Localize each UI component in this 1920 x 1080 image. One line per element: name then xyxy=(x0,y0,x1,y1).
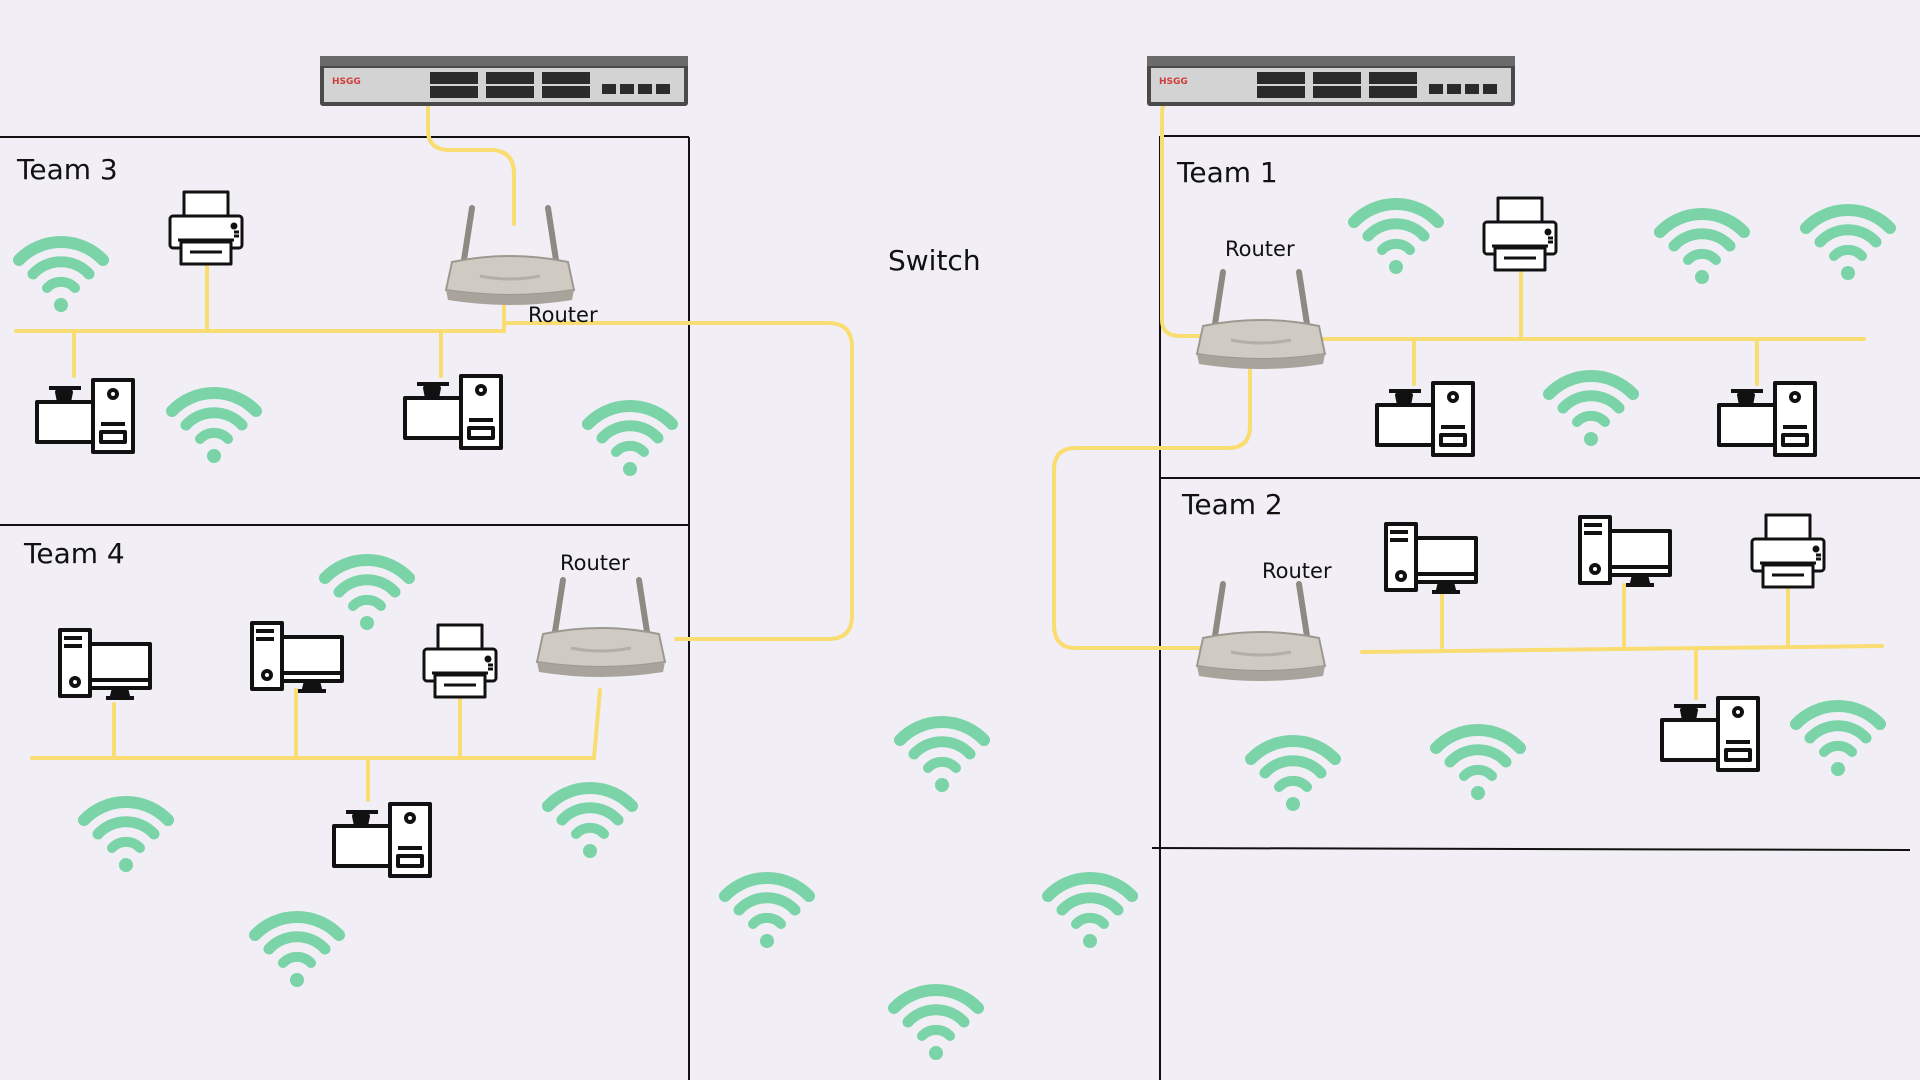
wifi-icon xyxy=(1251,741,1335,811)
printer-icon xyxy=(422,623,498,699)
router-icon xyxy=(446,208,574,305)
team-4-zone: Team 4 Router xyxy=(23,537,665,987)
desktop-computer-icon xyxy=(58,628,152,700)
wifi-icon xyxy=(1549,376,1633,446)
router-label: Router xyxy=(1262,559,1332,583)
wifi-icon xyxy=(1806,210,1890,280)
desktop-computer-icon xyxy=(1384,522,1478,594)
wifi-icon xyxy=(548,788,632,858)
desktop-computer-icon xyxy=(250,621,344,693)
desktop-computer-icon xyxy=(403,374,503,450)
team-label: Team 1 xyxy=(1176,156,1278,189)
network-switch-icon xyxy=(1147,56,1515,106)
wifi-icon xyxy=(325,560,409,630)
wifi-icon xyxy=(172,393,256,463)
desktop-computer-icon xyxy=(1717,381,1817,457)
team-label: Team 2 xyxy=(1181,488,1283,521)
wifi-icon xyxy=(1660,214,1744,284)
printer-icon xyxy=(1482,196,1558,272)
wifi-icon xyxy=(894,990,978,1060)
team-label: Team 4 xyxy=(23,537,125,570)
router-icon xyxy=(1197,584,1325,681)
network-switch-icon xyxy=(320,56,688,106)
wifi-icon xyxy=(1436,730,1520,800)
router-icon xyxy=(537,580,665,677)
router-icon xyxy=(1197,272,1325,369)
wifi-icon xyxy=(1796,706,1880,776)
wifi-icon xyxy=(900,722,984,792)
wifi-icon xyxy=(19,242,103,312)
wifi-icon xyxy=(588,406,672,476)
router-label: Router xyxy=(528,303,598,327)
switch-label: Switch xyxy=(888,244,981,277)
network-cables xyxy=(14,92,1884,802)
router-label: Router xyxy=(1225,237,1295,261)
wifi-icon xyxy=(84,802,168,872)
team-2-zone: Team 2 Router xyxy=(1181,488,1880,811)
desktop-computer-icon xyxy=(1375,381,1475,457)
router-label: Router xyxy=(560,551,630,575)
printer-icon xyxy=(168,190,244,266)
wifi-icon xyxy=(1048,878,1132,948)
desktop-computer-icon xyxy=(1578,515,1672,587)
wifi-icon xyxy=(1354,204,1438,274)
team-label: Team 3 xyxy=(16,153,118,186)
desktop-computer-icon xyxy=(1660,696,1760,772)
printer-icon xyxy=(1750,513,1826,589)
desktop-computer-icon xyxy=(35,378,135,454)
team-3-zone: Team 3 Router xyxy=(16,153,672,476)
desktop-computer-icon xyxy=(332,802,432,878)
wifi-icon xyxy=(725,878,809,948)
wifi-icon xyxy=(255,917,339,987)
team-1-zone: Team 1 Router xyxy=(1176,156,1890,457)
